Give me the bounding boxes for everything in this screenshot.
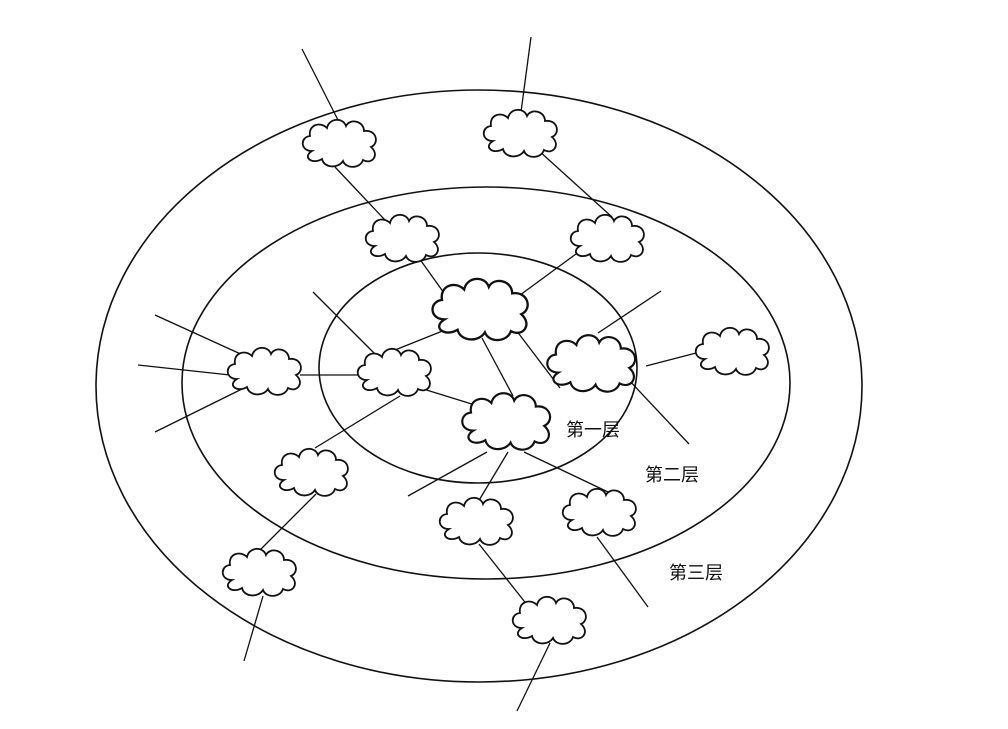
layer-2-label: 第二层 [645, 465, 699, 486]
cloud-node [546, 334, 637, 393]
cloud-node [694, 326, 770, 376]
cloud-node [461, 392, 552, 451]
ring-layer-2 [181, 186, 791, 580]
cloud-node [273, 447, 349, 497]
layer-3-label: 第三层 [669, 563, 723, 584]
ring-layer-3 [95, 89, 863, 683]
cloud-node [364, 213, 440, 263]
ring-layer-1 [318, 252, 638, 484]
cloud-node [561, 487, 637, 537]
cloud-node [511, 595, 587, 645]
cloud-node [569, 213, 645, 263]
cloud-node [431, 277, 529, 342]
cloud-node [221, 547, 297, 597]
cloud-node [301, 118, 377, 168]
cloud-node [438, 496, 514, 546]
cloud-node [482, 108, 558, 158]
layer-1-label: 第一层 [566, 420, 620, 441]
cloud-node [226, 346, 302, 396]
cloud-node [356, 347, 432, 397]
